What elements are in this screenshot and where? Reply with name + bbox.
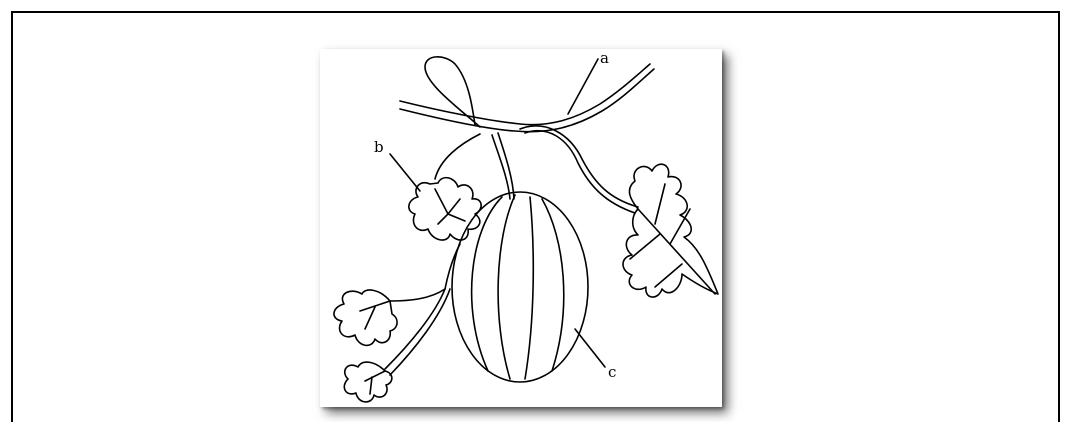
vine-to-leaf-b bbox=[435, 134, 480, 179]
label-a-pointer bbox=[568, 59, 598, 114]
vine-to-right-leaf bbox=[520, 126, 638, 213]
label-a: a bbox=[600, 49, 609, 67]
fruit-stem bbox=[492, 133, 514, 199]
label-c: c bbox=[608, 363, 616, 381]
leaf-lower-left bbox=[334, 290, 397, 345]
leaf-b bbox=[409, 178, 481, 240]
label-b: b bbox=[374, 138, 384, 156]
vine-lower-left bbox=[385, 244, 460, 375]
watermelon-vine-svg: a b c bbox=[320, 49, 722, 407]
label-b-pointer bbox=[390, 154, 420, 191]
leaf-right bbox=[623, 164, 718, 297]
label-c-pointer bbox=[575, 329, 605, 367]
watermelon-illustration: a b c bbox=[320, 49, 722, 407]
leaf-bottom-left bbox=[344, 362, 392, 402]
main-stem bbox=[400, 64, 654, 132]
watermelon-fruit bbox=[452, 192, 588, 382]
